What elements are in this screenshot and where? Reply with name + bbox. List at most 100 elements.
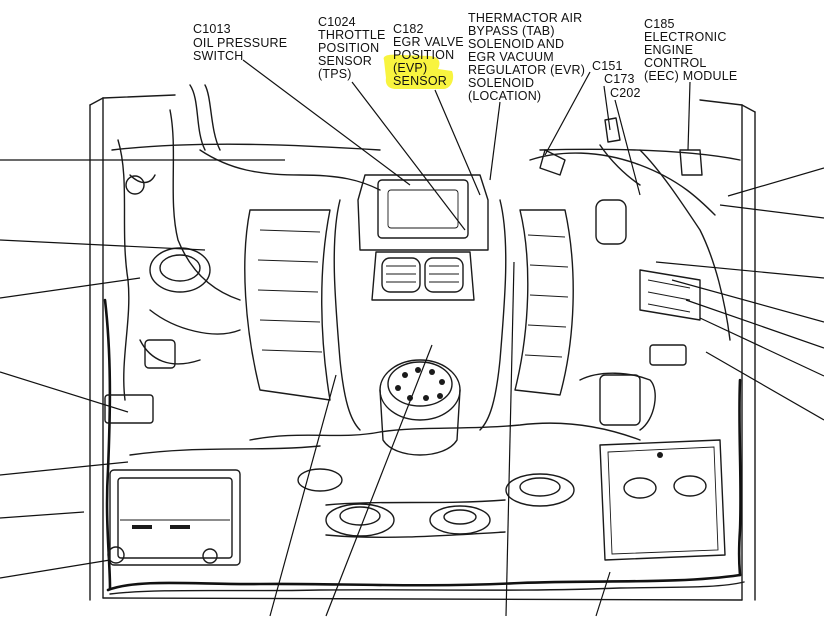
- callout-c202: C202: [610, 86, 641, 100]
- thermactor-line-1: THERMACTOR AIR: [468, 11, 582, 25]
- svg-text:SWITCH: SWITCH: [193, 49, 244, 63]
- c202-text: C202: [610, 86, 641, 100]
- leader-left-3: [0, 277, 141, 299]
- leader-c182: [434, 89, 481, 196]
- svg-text:OIL PRESSURE: OIL PRESSURE: [193, 36, 287, 50]
- c151-text: C151: [592, 59, 623, 73]
- svg-text:EGR VACUUM: EGR VACUUM: [468, 50, 554, 64]
- svg-text:EGR VALVE: EGR VALVE: [393, 35, 464, 49]
- leader-right-7: [705, 351, 824, 421]
- air-cleaner: [104, 174, 241, 424]
- c1024-line-1: C1024: [318, 15, 356, 29]
- intake-manifold: [333, 174, 507, 431]
- svg-text:ENGINE: ENGINE: [644, 43, 693, 57]
- svg-text:THERMACTOR AIR: THERMACTOR AIR: [468, 11, 582, 25]
- leader-bottom-2: [325, 344, 433, 617]
- leader-c1013: [242, 59, 411, 186]
- c182-line-3: POSITION: [393, 48, 454, 62]
- valve-cover-right: [514, 209, 574, 396]
- thermactor-line-7: (LOCATION): [468, 89, 541, 103]
- c182-line-4: (EVP): [393, 61, 427, 75]
- svg-text:BYPASS (TAB): BYPASS (TAB): [468, 24, 555, 38]
- distributor: [379, 359, 461, 456]
- svg-text:SOLENOID AND: SOLENOID AND: [468, 37, 564, 51]
- leader-lines: [0, 59, 824, 617]
- front-pulleys: [297, 468, 575, 539]
- eec-module-box: [599, 439, 726, 561]
- leader-c151: [544, 71, 591, 156]
- callout-c173: C173: [604, 72, 635, 86]
- callout-c185: C185 ELECTRONIC ENGINE CONTROL (EEC) MOD…: [644, 17, 737, 83]
- c185-line-5: (EEC) MODULE: [644, 69, 737, 83]
- leader-bottom-1: [269, 374, 337, 617]
- svg-text:SENSOR: SENSOR: [393, 74, 447, 88]
- svg-text:C1024: C1024: [318, 15, 356, 29]
- thermactor-line-5: REGULATOR (EVR): [468, 63, 585, 77]
- leader-c173: [603, 85, 611, 131]
- c173-text: C173: [604, 72, 635, 86]
- svg-text:C1013: C1013: [193, 22, 231, 36]
- c182-line-5: SENSOR: [393, 74, 447, 88]
- c185-line-4: CONTROL: [644, 56, 707, 70]
- c1024-line-3: POSITION: [318, 41, 379, 55]
- callout-thermactor: THERMACTOR AIR BYPASS (TAB) SOLENOID AND…: [468, 11, 585, 103]
- svg-text:CONTROL: CONTROL: [644, 56, 707, 70]
- leader-right-1: [727, 167, 824, 197]
- callout-c151: C151: [592, 59, 623, 73]
- c1024-line-2: THROTTLE: [318, 28, 386, 42]
- c182-line-1: C182: [393, 22, 424, 36]
- thermactor-line-2: BYPASS (TAB): [468, 24, 555, 38]
- leader-c185: [687, 81, 691, 151]
- svg-text:ELECTRONIC: ELECTRONIC: [644, 30, 727, 44]
- c1024-line-4: SENSOR: [318, 54, 372, 68]
- leader-right-3: [655, 261, 824, 279]
- svg-text:(LOCATION): (LOCATION): [468, 89, 541, 103]
- svg-text:C185: C185: [644, 17, 675, 31]
- leader-c1024: [351, 81, 466, 231]
- valve-cover-left: [244, 209, 331, 401]
- svg-text:SOLENOID: SOLENOID: [468, 76, 534, 90]
- svg-text:THROTTLE: THROTTLE: [318, 28, 386, 42]
- leader-left-7: [0, 559, 111, 579]
- svg-text:C182: C182: [393, 22, 424, 36]
- engine-compartment-outline: [89, 94, 756, 601]
- svg-text:(EVP): (EVP): [393, 61, 427, 75]
- leader-right-2: [719, 204, 824, 219]
- evp-highlight: [383, 54, 454, 89]
- c1013-line-1: C1013: [193, 22, 231, 36]
- c185-line-2: ELECTRONIC: [644, 30, 727, 44]
- right-components: [539, 117, 703, 431]
- svg-text:(TPS): (TPS): [318, 67, 352, 81]
- thermactor-line-3: SOLENOID AND: [468, 37, 564, 51]
- c1013-line-3: SWITCH: [193, 49, 244, 63]
- callout-c1024: C1024 THROTTLE POSITION SENSOR (TPS): [318, 15, 386, 81]
- svg-text:SENSOR: SENSOR: [318, 54, 372, 68]
- svg-text:(EEC) MODULE: (EEC) MODULE: [644, 69, 737, 83]
- svg-text:POSITION: POSITION: [393, 48, 454, 62]
- battery: [107, 469, 241, 566]
- leader-bottom-3: [505, 261, 515, 617]
- leader-bottom-4: [595, 571, 611, 617]
- leader-thermactor: [489, 101, 501, 181]
- c182-line-2: EGR VALVE: [393, 35, 464, 49]
- leader-left-5: [0, 461, 129, 476]
- leader-c202: [614, 99, 641, 196]
- leader-right-5: [685, 299, 824, 349]
- wiring-harness: [103, 84, 745, 595]
- thermactor-line-4: EGR VACUUM: [468, 50, 554, 64]
- svg-text:REGULATOR (EVR): REGULATOR (EVR): [468, 63, 585, 77]
- thermactor-line-6: SOLENOID: [468, 76, 534, 90]
- leader-left-2: [0, 239, 206, 251]
- leader-left-6: [0, 511, 85, 519]
- callout-c1013: C1013 OIL PRESSURE SWITCH: [193, 22, 287, 63]
- c1024-line-5: (TPS): [318, 67, 352, 81]
- leader-left-4: [0, 371, 129, 413]
- c185-line-3: ENGINE: [644, 43, 693, 57]
- svg-text:POSITION: POSITION: [318, 41, 379, 55]
- c1013-line-2: OIL PRESSURE: [193, 36, 287, 50]
- c185-line-1: C185: [644, 17, 675, 31]
- leader-right-4: [671, 279, 824, 323]
- callout-c182: C182 EGR VALVE POSITION (EVP) SENSOR: [383, 22, 464, 89]
- leader-right-6: [699, 317, 824, 377]
